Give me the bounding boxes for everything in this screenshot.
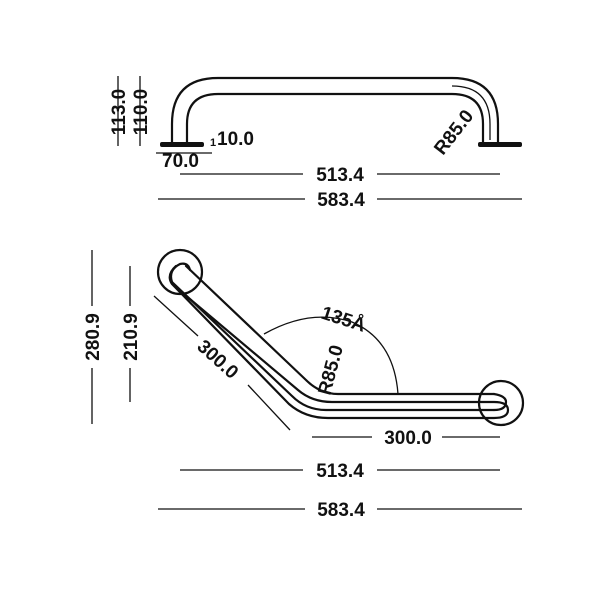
left-base-plate (160, 142, 204, 147)
angled-inner-span-label: 513.4 (316, 461, 364, 482)
tube-marker-label: 1 (210, 137, 216, 149)
inner-height-label: 210.9 (121, 313, 142, 361)
upper-tube-cap (169, 262, 192, 284)
diagonal-dim-upper (153, 295, 199, 337)
top-inner-span-label: 513.4 (316, 165, 364, 186)
lower-tube-cap (492, 392, 508, 412)
top-bend-guide (451, 85, 491, 140)
angled-tube-top-edge (184, 264, 496, 396)
angled-view: 135Å R85.0 280.9 210.9 300.0 300.0 513.4… (83, 248, 525, 521)
base-plate-label: 70.0 (162, 151, 199, 172)
top-view: 113.0 110.0 1 10.0 70.0 R85.0 513.4 583.… (109, 76, 522, 211)
top-overall-label: 583.4 (317, 190, 365, 211)
diagonal-dim-lower (247, 384, 291, 431)
overall-height-label: 280.9 (83, 313, 104, 361)
angled-overall-label: 583.4 (317, 500, 365, 521)
height-outer-label: 113.0 (109, 89, 130, 136)
height-inner-label: 110.0 (131, 89, 152, 136)
angled-bend-radius-label: R85.0 (315, 343, 348, 397)
diagonal-length-label: 300.0 (193, 336, 242, 383)
right-base-plate (478, 142, 522, 147)
top-bend-radius-label: R85.0 (430, 106, 478, 159)
angled-tube-bottom-edge (170, 280, 496, 412)
angled-tube-outer (168, 264, 510, 420)
top-tube-outer (170, 76, 500, 144)
upper-flange (156, 248, 204, 296)
angle-arc (263, 316, 399, 395)
tube-diameter-label: 10.0 (217, 129, 254, 150)
horizontal-length-label: 300.0 (384, 428, 432, 449)
top-tube-inner (185, 92, 485, 144)
angle-label: 135Å (318, 303, 368, 337)
